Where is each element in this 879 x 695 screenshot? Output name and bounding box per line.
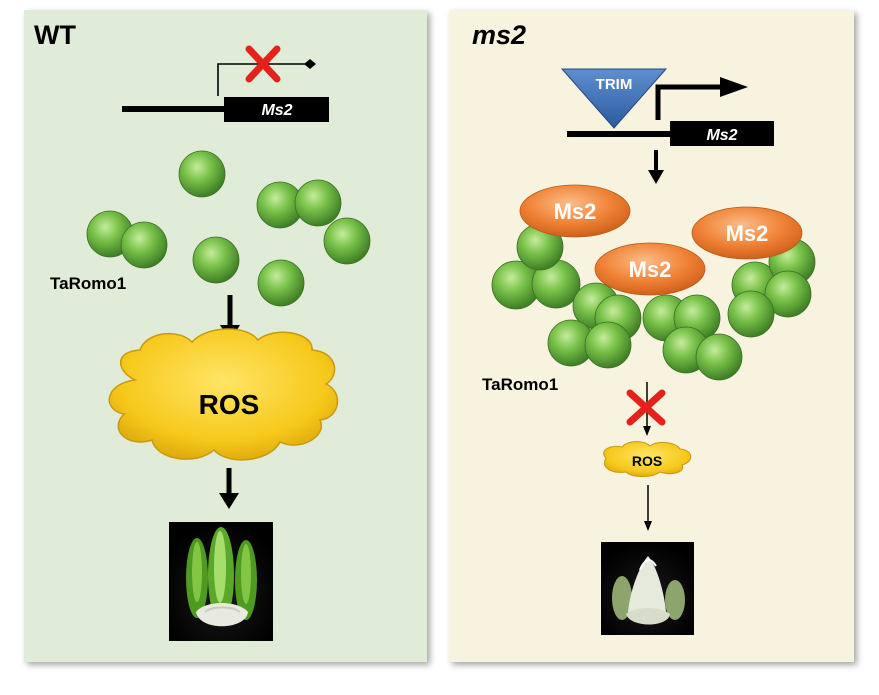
ms2-protein-oval: Ms2 <box>595 243 705 295</box>
ms2-block-cross <box>630 393 662 422</box>
ms2-promoter-arrowhead <box>720 77 748 97</box>
wt-ros-cloud: ROS <box>109 329 337 460</box>
taromo1-sphere <box>324 218 370 264</box>
taromo1-sphere <box>585 322 631 368</box>
wt-promoter-diamond <box>304 59 316 69</box>
wt-ros-label: ROS <box>199 389 260 420</box>
ms2-ros-label: ROS <box>632 453 662 469</box>
ms2-protein-label: Ms2 <box>629 257 672 282</box>
wt-arrow-to-anther <box>219 468 239 509</box>
ms2-anther-image <box>601 542 694 635</box>
ms2-title: ms2 <box>472 20 526 50</box>
taromo1-sphere <box>728 291 774 337</box>
wt-gene-model: Ms2 <box>122 49 329 122</box>
ms2-taromo1-label: TaRomo1 <box>482 375 558 394</box>
ms2-gene-label: Ms2 <box>706 127 737 144</box>
taromo1-sphere <box>258 260 304 306</box>
ms2-blocked-arrow <box>630 382 662 436</box>
ms2-arrow-to-proteins <box>648 150 664 184</box>
wt-title: WT <box>34 20 76 50</box>
wt-taromo1-label: TaRomo1 <box>50 274 126 293</box>
ms2-protein-label: Ms2 <box>554 199 597 224</box>
taromo1-sphere <box>121 222 167 268</box>
ms2-gene-model: Ms2 TRIM <box>562 69 774 146</box>
ms2-protein-oval: Ms2 <box>692 207 802 259</box>
taromo1-sphere <box>295 180 341 226</box>
ms2-protein-oval: Ms2 <box>520 185 630 237</box>
wt-anther-image <box>169 522 273 641</box>
wt-gene-label: Ms2 <box>261 102 292 119</box>
trim-label: TRIM <box>596 76 633 93</box>
ms2-protein-label: Ms2 <box>726 221 769 246</box>
taromo1-sphere <box>193 237 239 283</box>
taromo1-sphere <box>179 151 225 197</box>
ms2-ros-cloud: ROS <box>604 442 691 477</box>
trim-insertion-triangle: TRIM <box>562 69 666 128</box>
ms2-arrow-to-anther <box>644 485 652 531</box>
taromo1-sphere <box>696 334 742 380</box>
wt-taromo1-spheres <box>87 151 370 306</box>
